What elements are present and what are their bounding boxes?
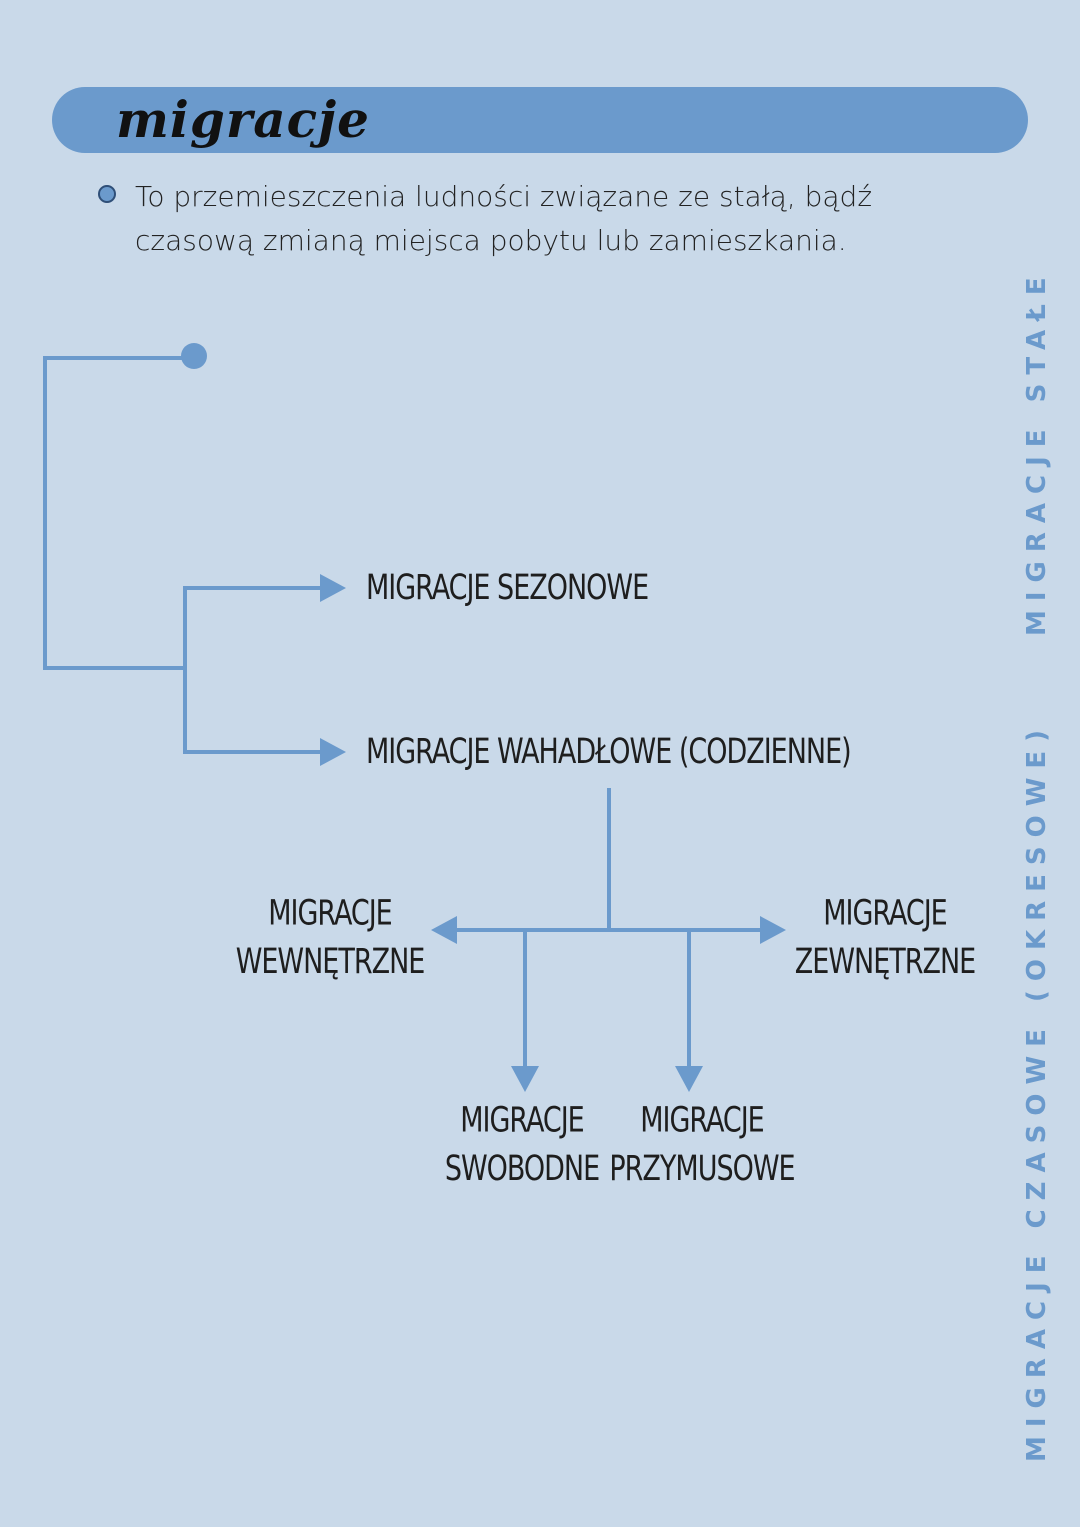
label-internal-line2: WEWNĘTRZNE (235, 941, 426, 982)
label-internal-line1: MIGRACJE (268, 893, 392, 934)
header-bar (52, 87, 1028, 153)
label-forced-line2: PRZYMUSOWE (609, 1148, 795, 1189)
bullet-icon (98, 185, 116, 203)
side-label-temporary: MIGRACJE CZASOWE (OKRESOWE) (1022, 720, 1052, 1462)
side-label-permanent: MIGRACJE STAŁE (1022, 268, 1052, 636)
page-title: migracje (116, 90, 370, 149)
label-voluntary-line2: SWOBODNE (444, 1148, 600, 1189)
label-internal: MIGRACJE WEWNĘTRZNE (232, 890, 428, 987)
arrow-commuting-icon (320, 738, 346, 766)
sub-bracket-line (183, 586, 322, 754)
arrow-external-icon (760, 916, 786, 944)
definition-text: To przemieszczenia ludności związane ze … (135, 180, 873, 257)
label-voluntary-line1: MIGRACJE (460, 1100, 584, 1141)
start-dot-icon (181, 343, 207, 369)
label-external-line2: ZEWNĘTRZNE (794, 941, 976, 982)
arrow-seasonal-icon (320, 574, 346, 602)
main-bracket-line (43, 356, 194, 670)
label-external-line1: MIGRACJE (823, 893, 947, 934)
label-commuting: MIGRACJE WAHADŁOWE (CODZIENNE) (366, 732, 852, 773)
arrow-forced-icon (675, 1066, 703, 1092)
arrow-voluntary-icon (511, 1066, 539, 1092)
label-seasonal: MIGRACJE SEZONOWE (366, 568, 649, 609)
label-external: MIGRACJE ZEWNĘTRZNE (792, 890, 978, 987)
label-voluntary: MIGRACJE SWOBODNE (442, 1097, 602, 1194)
label-forced: MIGRACJE PRZYMUSOWE (602, 1097, 802, 1194)
label-forced-line1: MIGRACJE (640, 1100, 764, 1141)
arrow-internal-icon (431, 916, 457, 944)
